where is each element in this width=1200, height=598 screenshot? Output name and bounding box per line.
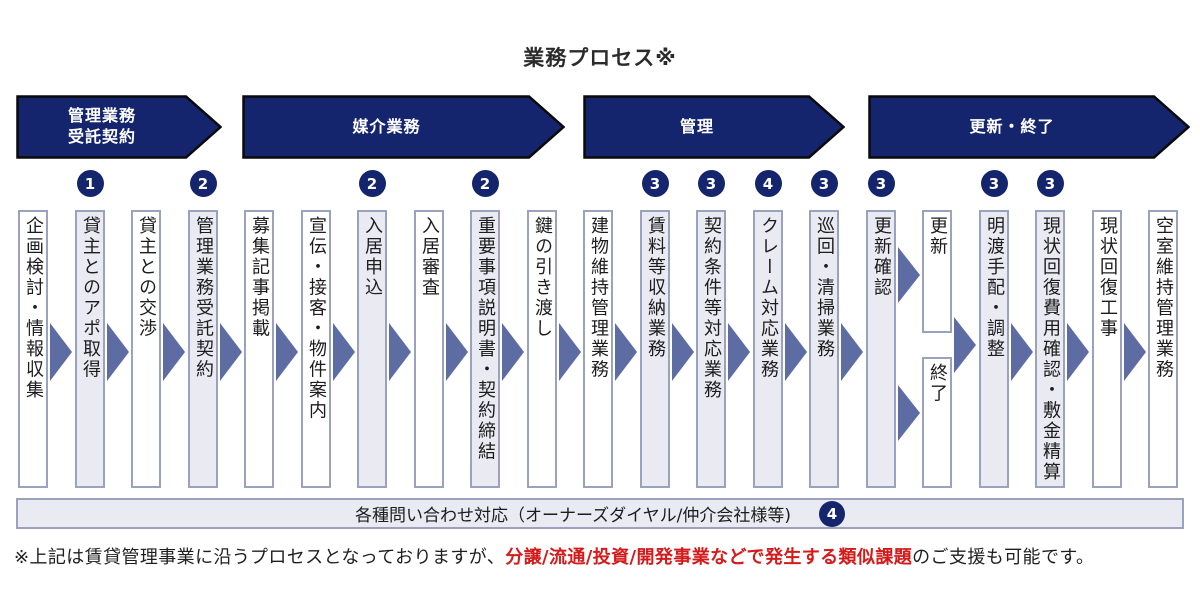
step-label: 空室維持管理業務	[1153, 216, 1174, 380]
process-step: 鍵の引き渡し	[527, 210, 557, 488]
footnote-highlight: 分譲/流通/投資/開発事業などで発生する類似課題	[505, 547, 913, 568]
flow-arrow-icon	[841, 323, 863, 381]
process-step: 更新確認	[866, 210, 896, 488]
step-label: 現状回復費用確認・敷金精算	[1040, 216, 1061, 483]
diagram-title: 業務プロセス※	[523, 46, 677, 70]
phase-label: 媒介業務	[352, 116, 421, 136]
flow-arrow-icon	[333, 323, 355, 381]
phase-arrow-icon	[242, 95, 565, 159]
flow-arrow-icon	[1124, 323, 1146, 381]
process-step: 重要事項説明書・契約締結	[470, 210, 500, 488]
process-step: 契約条件等対応業務	[696, 210, 726, 488]
step-label: 終了	[927, 363, 948, 404]
process-step-termination: 終了	[922, 357, 952, 488]
flow-arrow-icon	[615, 323, 637, 381]
step-number-badge: 3	[810, 170, 838, 197]
step-label: 入居審査	[419, 216, 440, 298]
process-step: 企画検討・情報収集	[18, 210, 48, 488]
step-number-badge: 2	[358, 170, 386, 197]
step-label: 更新確認	[871, 216, 892, 298]
step-label: 入居申込	[362, 216, 383, 298]
phase-label: 更新・終了	[969, 116, 1055, 136]
step-label: 賃料等収納業務	[645, 216, 666, 360]
flow-arrow-icon	[728, 323, 750, 381]
step-label: 巡回・清掃業務	[814, 216, 835, 360]
step-label: 宣伝・接客・物件案内	[306, 216, 327, 421]
process-step: 賃料等収納業務	[640, 210, 670, 488]
footnote-text: ※上記は賃貸管理事業に沿うプロセスとなっておりますが、	[14, 547, 506, 568]
flow-arrow-icon	[389, 323, 411, 381]
step-label: 重要事項説明書・契約締結	[475, 216, 496, 462]
step-label: クレーム対応業務	[758, 216, 779, 380]
phase-management-contract: 管理業務 受託契約	[16, 95, 222, 159]
process-step: 現状回復費用確認・敷金精算	[1035, 210, 1065, 488]
step-label: 貸主との交渉	[136, 216, 157, 339]
flow-arrow-icon	[898, 247, 920, 303]
flow-arrow-icon	[898, 385, 920, 441]
step-number-badge: 3	[641, 170, 669, 197]
step-number-badge: 3	[867, 170, 895, 197]
step-label: 契約条件等対応業務	[701, 216, 722, 401]
phase-label: 管理	[679, 116, 714, 136]
process-step: 貸主とのアポ取得	[75, 210, 105, 488]
phase-renewal-end: 更新・終了	[868, 95, 1190, 159]
process-step: 宣伝・接客・物件案内	[301, 210, 331, 488]
step-label: 現状回復工事	[1097, 216, 1118, 339]
step-label: 建物維持管理業務	[588, 216, 609, 380]
process-step: 空室維持管理業務	[1148, 210, 1178, 488]
phase-management: 管理	[583, 95, 845, 159]
process-step: 現状回復工事	[1092, 210, 1122, 488]
flow-arrow-icon	[954, 317, 976, 373]
step-number-badge: 3	[1036, 170, 1064, 197]
process-step-renewal: 更新	[922, 210, 952, 333]
process-step: 管理業務受託契約	[188, 210, 218, 488]
process-step: 巡回・清掃業務	[809, 210, 839, 488]
process-step: クレーム対応業務	[753, 210, 783, 488]
step-label: 貸主とのアポ取得	[80, 216, 101, 380]
process-step: 入居申込	[357, 210, 387, 488]
step-label: 募集記事掲載	[249, 216, 270, 339]
flow-arrow-icon	[672, 323, 694, 381]
footnote: ※上記は賃貸管理事業に沿うプロセスとなっておりますが、分譲/流通/投資/開発事業…	[14, 543, 1094, 569]
process-step: 建物維持管理業務	[583, 210, 613, 488]
footnote-text: のご支援も可能です。	[912, 547, 1095, 568]
phase-arrow-icon	[583, 95, 845, 159]
process-step: 入居審査	[414, 210, 444, 488]
flow-arrow-icon	[276, 323, 298, 381]
phase-brokerage: 媒介業務	[242, 95, 565, 159]
process-step: 貸主との交渉	[131, 210, 161, 488]
step-label: 管理業務受託契約	[193, 216, 214, 380]
inquiry-support-bar: 各種問い合わせ対応（オーナーズダイヤル/仲介会社様等) 4	[16, 498, 1184, 529]
step-number-badge: 4	[819, 500, 845, 527]
step-number-badge: 3	[697, 170, 725, 197]
flow-arrow-icon	[107, 323, 129, 381]
flow-arrow-icon	[559, 323, 581, 381]
flow-arrow-icon	[1067, 323, 1089, 381]
step-number-badge: 2	[471, 170, 499, 197]
flow-arrow-icon	[50, 323, 72, 381]
step-label: 明渡手配・調整	[984, 216, 1005, 360]
flow-arrow-icon	[220, 323, 242, 381]
inquiry-support-label: 各種問い合わせ対応（オーナーズダイヤル/仲介会社様等)	[355, 506, 791, 526]
step-number-badge: 3	[980, 170, 1008, 197]
flow-arrow-icon	[1011, 323, 1033, 381]
step-label: 更新	[927, 216, 948, 257]
flow-arrow-icon	[502, 323, 524, 381]
step-label: 企画検討・情報収集	[23, 216, 44, 401]
flow-arrow-icon	[785, 323, 807, 381]
step-number-badge: 2	[189, 170, 217, 197]
phase-label: 管理業務 受託契約	[67, 106, 136, 146]
process-step: 明渡手配・調整	[979, 210, 1009, 488]
phase-arrow-icon	[868, 95, 1190, 159]
process-step: 募集記事掲載	[244, 210, 274, 488]
flow-arrow-icon	[163, 323, 185, 381]
step-label: 鍵の引き渡し	[532, 216, 553, 339]
phase-arrow-icon	[16, 95, 222, 159]
flow-arrow-icon	[446, 323, 468, 381]
step-number-badge: 1	[76, 170, 104, 197]
step-number-badge: 4	[754, 170, 782, 197]
